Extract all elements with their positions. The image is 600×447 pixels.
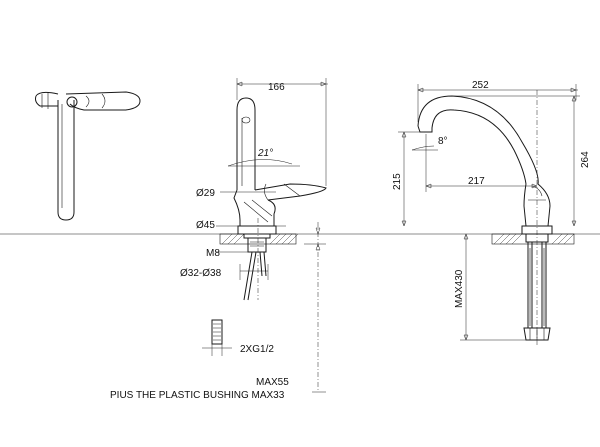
top-view (35, 91, 141, 221)
diameter-45: Ø45 (196, 220, 215, 231)
side-view-dimensions (202, 78, 328, 393)
diameter-32-38: Ø32-Ø38 (180, 268, 222, 279)
max55-label: MAX55 (256, 377, 289, 388)
angle-8: 8° (438, 136, 448, 147)
dimension-264: 264 (580, 151, 591, 168)
max430-label: MAX430 (454, 269, 465, 308)
hose-thread-label: 2XG1/2 (240, 344, 274, 355)
front-view-dimensions (398, 84, 580, 341)
dimension-166: 166 (268, 82, 285, 93)
dimension-215: 215 (392, 173, 403, 190)
side-view (211, 97, 327, 345)
dimension-217: 217 (468, 176, 485, 187)
diameter-29: Ø29 (196, 188, 215, 199)
bushing-label: PIUS THE PLASTIC BUSHING MAX33 (110, 390, 285, 401)
angle-21: 21° (257, 148, 273, 159)
dimension-252: 252 (472, 80, 489, 91)
thread-m8: M8 (206, 248, 220, 259)
front-view (417, 90, 575, 346)
